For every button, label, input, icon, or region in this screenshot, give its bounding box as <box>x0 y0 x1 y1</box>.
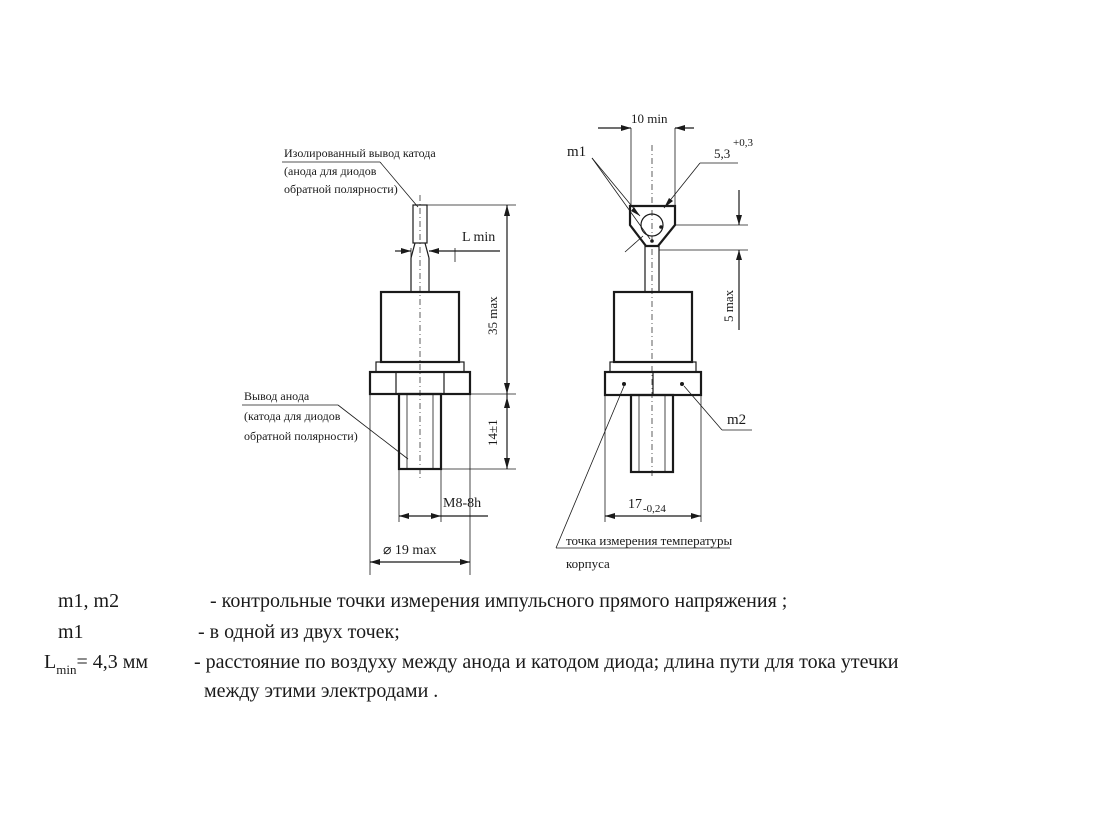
flat-tolerance: -0,24 <box>643 503 666 515</box>
right-view: 10 min 5,3 +0,3 m1 5 max m2 17 -0,24 <box>555 111 753 571</box>
temp-point-label-1: точка измерения температуры <box>566 533 733 548</box>
anode-lead-label-1: Вывод анода <box>244 389 310 403</box>
height-14-label: 14±1 <box>485 419 500 446</box>
cathode-lead-label-2: (анода для диодов <box>284 164 377 178</box>
flat-label: 17 <box>628 497 642 512</box>
legend-desc-1: - контрольные точки измерения импульсног… <box>210 590 788 612</box>
height-35-label: 35 max <box>485 296 500 335</box>
thread-label: M8-8h <box>443 496 481 511</box>
cathode-lead-label-1: Изолированный вывод катода <box>284 146 436 160</box>
width-10-label: 10 min <box>631 111 668 126</box>
cathode-lead-label-3: обратной полярности) <box>284 182 398 196</box>
m1-label: m1 <box>567 144 586 160</box>
legend-term-2: m1 <box>58 621 84 643</box>
legend-desc-2: - в одной из двух точек; <box>198 621 400 643</box>
height-5-label: 5 max <box>721 289 736 322</box>
m2-label: m2 <box>727 412 746 428</box>
temp-point-label-2: корпуса <box>566 556 610 571</box>
legend-term-3: Lmin = 4,3 мм <box>44 651 149 677</box>
diameter-label: ⌀ 19 max <box>383 543 437 558</box>
legend-desc-3-cont: между этими электродами . <box>204 680 439 702</box>
hole-tolerance: +0,3 <box>733 137 753 149</box>
anode-lead-label-2: (катода для диодов <box>244 409 341 423</box>
hole-label: 5,3 <box>714 146 730 161</box>
legend-desc-3: - расстояние по воздуху между анода и ка… <box>194 651 899 673</box>
anode-lead-label-3: обратной полярности) <box>244 429 358 443</box>
left-view: 35 max 14±1 L min M8-8h ⌀ 19 max Изолиро… <box>242 146 516 575</box>
l-min-label: L min <box>462 230 495 245</box>
legend-term-1: m1, m2 <box>58 590 120 612</box>
